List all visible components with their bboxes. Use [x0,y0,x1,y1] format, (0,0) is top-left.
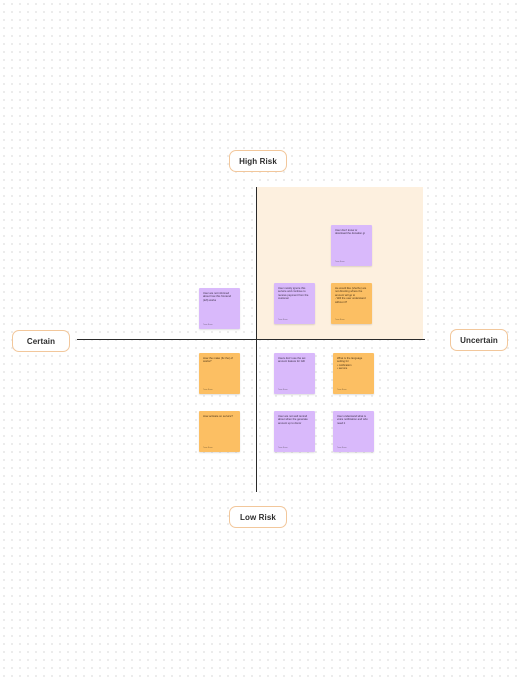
sticky-note[interactable]: How the make (fix the) of works? Team Na… [199,353,240,394]
axis-label-uncertain: Uncertain [450,329,508,351]
sticky-note-author: Team Name [335,261,345,263]
axis-label-high-risk: High Risk [229,150,287,172]
axis-label-certain: Certain [12,330,70,352]
horizontal-axis-line [77,339,425,340]
sticky-note[interactable]: He would like (she/he) are not directing… [331,283,372,324]
sticky-note-author: Team Name [335,319,345,321]
sticky-note-author: Team Name [337,447,347,449]
sticky-note-author: Team Name [337,389,347,391]
sticky-note[interactable]: What is the language setting for • notif… [333,353,374,394]
sticky-note-author: Team Name [278,447,288,449]
sticky-note[interactable]: User don't know or download the donation… [331,225,372,266]
sticky-note-author: Team Name [203,324,213,326]
sticky-note-author: Team Name [203,389,213,391]
sticky-note-text: Users don't use the set amount feature f… [278,357,306,364]
sticky-note[interactable]: User are not well remind about when the … [274,411,315,452]
sticky-note-text: What is the language setting for • notif… [337,357,363,371]
sticky-note-author: Team Name [278,389,288,391]
sticky-note-text: User mostly ignore this service and cont… [278,287,309,301]
sticky-note[interactable]: User mostly ignore this service and cont… [274,283,315,324]
sticky-note-author: Team Name [203,447,213,449]
sticky-note-text: How activate on service? [203,415,233,418]
sticky-note[interactable]: User are not informed about how this fro… [199,288,240,329]
sticky-note-text: How the make (fix the) of works? [203,357,233,364]
sticky-note[interactable]: User understand what is voice notificati… [333,411,374,452]
sticky-note-text: User don't know or download the donation… [335,229,365,236]
sticky-note[interactable]: Users don't use the set amount feature f… [274,353,315,394]
sticky-note-text: User are not well remind about when the … [278,415,308,425]
sticky-note-text: He would like (she/he) are not directing… [335,287,367,304]
sticky-note-text: User are not informed about how this fro… [203,292,231,302]
sticky-note-text: User understand what is voice notificati… [337,415,368,425]
axis-label-low-risk: Low Risk [229,506,287,528]
sticky-note-author: Team Name [278,319,288,321]
sticky-note[interactable]: How activate on service? Team Name [199,411,240,452]
